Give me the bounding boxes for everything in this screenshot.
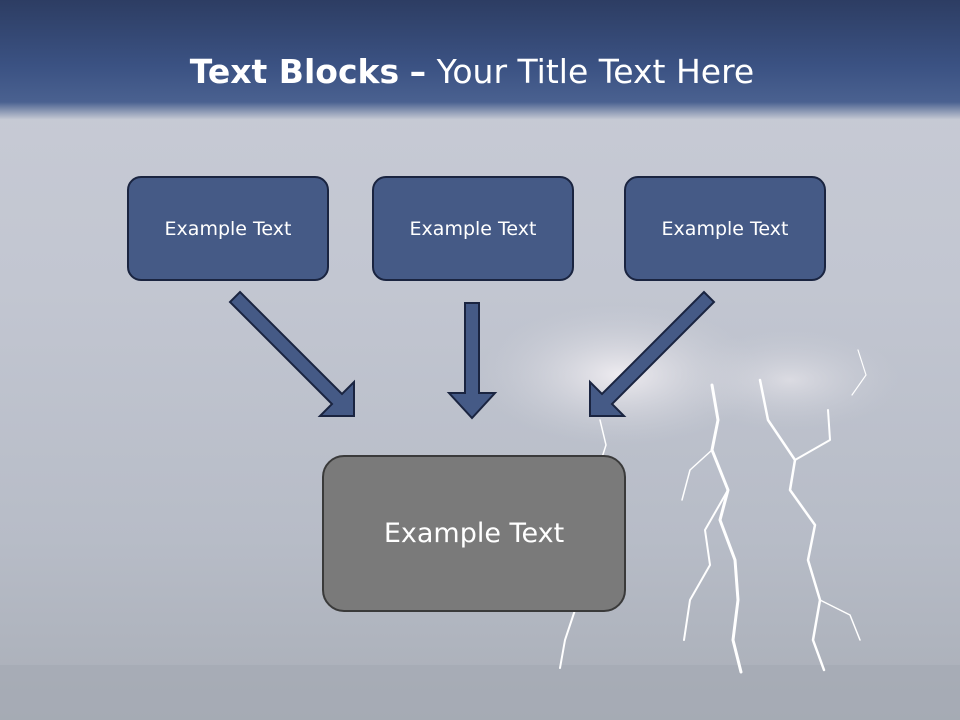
text-block-label: Example Text bbox=[164, 217, 292, 240]
title-bold: Text Blocks bbox=[189, 52, 400, 91]
text-block-center: Example Text bbox=[372, 176, 574, 281]
lightning-bolt bbox=[794, 409, 831, 461]
title-dash: – bbox=[409, 52, 427, 91]
text-block-left: Example Text bbox=[127, 176, 329, 281]
text-block-label: Example Text bbox=[661, 217, 789, 240]
lightning-bolt bbox=[851, 349, 867, 396]
lightning-bolt bbox=[819, 599, 861, 641]
lightning-bolt bbox=[710, 383, 743, 674]
arrow-right-down bbox=[589, 290, 716, 417]
title-rest: Your Title Text Here bbox=[436, 52, 755, 91]
text-block-label: Example Text bbox=[409, 217, 537, 240]
arrow-left-down bbox=[228, 290, 355, 417]
ground-strip bbox=[0, 665, 960, 720]
lightning-bolts bbox=[559, 349, 867, 674]
text-block-right: Example Text bbox=[624, 176, 826, 281]
lightning-bolt bbox=[758, 378, 826, 672]
lightning-bolt bbox=[683, 489, 729, 641]
arrow-down bbox=[446, 302, 498, 420]
slide-title: Text Blocks – Your Title Text Here bbox=[0, 52, 944, 91]
lightning-bolt bbox=[559, 609, 576, 669]
title-band bbox=[0, 0, 960, 120]
arrows bbox=[228, 290, 716, 420]
text-block-main-label: Example Text bbox=[383, 518, 565, 549]
cloud-glow-2 bbox=[680, 330, 900, 430]
text-block-main: Example Text bbox=[322, 455, 626, 612]
lightning-bolt bbox=[681, 449, 713, 501]
